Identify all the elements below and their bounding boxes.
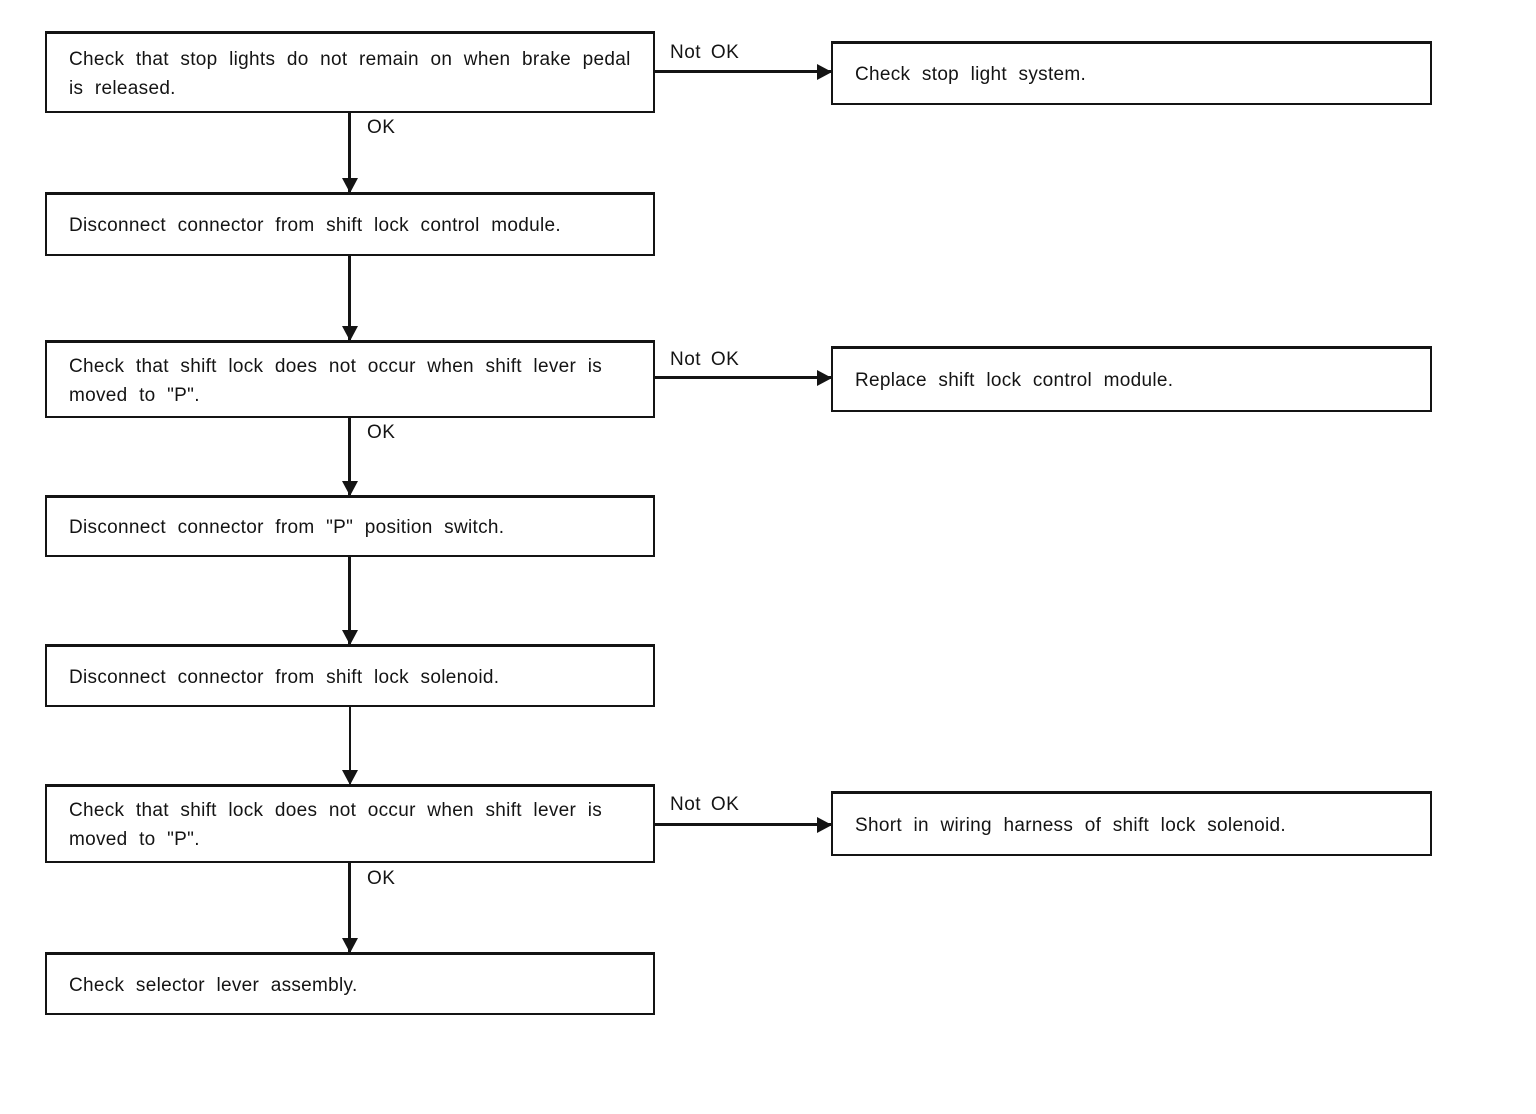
flow-arrow-right-step1-result1	[655, 63, 832, 80]
arrowhead-down-icon	[342, 770, 358, 785]
flow-node-check-shift-lock-solenoid: Check that shift lock does not occur whe…	[45, 784, 655, 863]
arrowhead-right-icon	[817, 63, 832, 80]
flow-node-text: Disconnect connector from shift lock con…	[69, 215, 561, 236]
flow-node-check-stop-lights: Check that stop lights do not remain on …	[45, 31, 655, 113]
flow-node-text: Check selector lever assembly.	[69, 974, 358, 996]
flow-node-disconnect-p-position-switch: Disconnect connector from "P" position s…	[45, 495, 655, 557]
flow-arrow-down-step4-step5	[341, 557, 358, 645]
edge-label-ok: OK	[367, 868, 396, 889]
flow-node-text: Replace shift lock control module.	[855, 370, 1174, 391]
arrowhead-right-icon	[817, 369, 832, 386]
arrowhead-down-icon	[341, 178, 358, 193]
flow-node-text: Check that shift lock does not occur whe…	[69, 800, 603, 850]
flow-node-check-shift-lock-module: Check that shift lock does not occur whe…	[45, 340, 655, 418]
edge-label-not-ok: Not OK	[670, 42, 740, 63]
edge-label-not-ok: Not OK	[670, 794, 740, 815]
flow-arrow-down-step6-step7	[341, 863, 358, 953]
flow-node-text: Disconnect connector from shift lock sol…	[69, 666, 500, 688]
arrowhead-down-icon	[341, 630, 358, 645]
edge-label-ok: OK	[367, 422, 396, 443]
flow-arrow-down-step5-step6	[342, 707, 358, 785]
flow-arrow-right-step6-result6	[655, 816, 832, 833]
flow-node-disconnect-solenoid: Disconnect connector from shift lock sol…	[45, 644, 655, 707]
flow-node-text: Check that shift lock does not occur whe…	[69, 355, 603, 406]
flow-arrow-down-step1-step2	[341, 113, 358, 193]
flow-node-text: Check stop light system.	[855, 64, 1087, 85]
flow-arrow-down-step3-step4	[341, 418, 358, 496]
arrowhead-down-icon	[341, 938, 358, 953]
flow-node-text: Check that stop lights do not remain on …	[69, 48, 631, 99]
edge-label-ok: OK	[367, 117, 396, 138]
flow-node-check-selector-lever-assembly: Check selector lever assembly.	[45, 952, 655, 1015]
flow-node-short-in-wiring-harness: Short in wiring harness of shift lock so…	[831, 791, 1432, 856]
arrowhead-down-icon	[341, 481, 358, 496]
flow-arrow-right-step3-result3	[655, 369, 832, 386]
flow-node-check-stop-light-system: Check stop light system.	[831, 41, 1432, 105]
arrowhead-down-icon	[341, 326, 358, 341]
flow-node-replace-control-module: Replace shift lock control module.	[831, 346, 1432, 412]
flow-arrow-down-step2-step3	[341, 256, 358, 341]
edge-label-not-ok: Not OK	[670, 349, 740, 370]
arrowhead-right-icon	[817, 816, 832, 833]
flow-node-disconnect-control-module: Disconnect connector from shift lock con…	[45, 192, 655, 256]
flow-node-text: Disconnect connector from "P" position s…	[69, 517, 505, 538]
flow-node-text: Short in wiring harness of shift lock so…	[855, 814, 1287, 836]
